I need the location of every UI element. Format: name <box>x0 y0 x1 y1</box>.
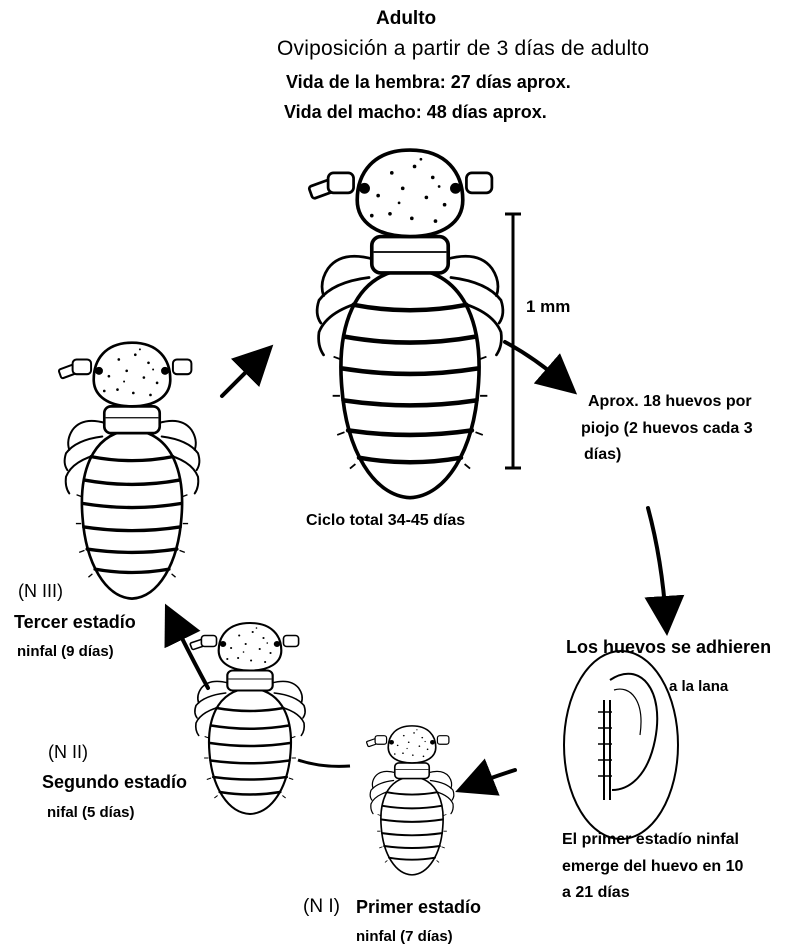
arrow-egg-to-first <box>470 770 515 786</box>
nymph3-code: (N III) <box>18 581 63 602</box>
eggs-per-louse-line2: piojo (2 huevos cada 3 <box>581 420 753 438</box>
nymph1-code: (N I) <box>303 896 340 918</box>
scale-label: 1 mm <box>526 297 570 317</box>
nymph2-code: (N II) <box>48 742 88 763</box>
eggs-adhere-title: Los huevos se adhieren <box>566 637 771 658</box>
oviposition-text: Oviposición a partir de 3 días de adulto <box>277 37 649 61</box>
eggs-per-louse-line3: días) <box>584 446 621 464</box>
emerge-line2: emerge del huevo en 10 <box>562 858 743 876</box>
emerge-line3: a 21 días <box>562 884 630 902</box>
nymph3-name: Tercer estadío <box>14 612 136 633</box>
nymph1-name: Primer estadío <box>356 897 481 918</box>
nymph2-duration: nifal (5 días) <box>47 804 135 821</box>
eggs-adhere-to: a la lana <box>669 678 728 695</box>
adult-louse <box>309 150 503 498</box>
third-instar-louse <box>58 343 199 599</box>
egg-on-wool <box>564 651 678 839</box>
nymph1-duration: ninfal (7 días) <box>356 928 453 945</box>
nymph3-duration: ninfal (9 días) <box>17 643 114 660</box>
first-instar-louse <box>366 726 454 875</box>
adult-title: Adulto <box>376 8 436 30</box>
arrow-third-to-adult <box>222 356 262 396</box>
total-cycle-label: Ciclo total 34-45 días <box>306 512 465 530</box>
connector-first-to-second <box>298 760 350 766</box>
arrow-second-to-third <box>172 618 208 688</box>
emerge-line1: El primer estadío ninfal <box>562 831 739 849</box>
second-instar-louse <box>190 623 305 814</box>
nymph2-name: Segundo estadío <box>42 772 187 793</box>
female-life-text: Vida de la hembra: 27 días aprox. <box>286 72 571 93</box>
male-life-text: Vida del macho: 48 días aprox. <box>284 102 547 123</box>
scale-bar <box>505 214 521 468</box>
arrow-eggs-to-attach <box>648 508 666 620</box>
eggs-per-louse-line1: Aprox. 18 huevos por <box>588 393 752 411</box>
